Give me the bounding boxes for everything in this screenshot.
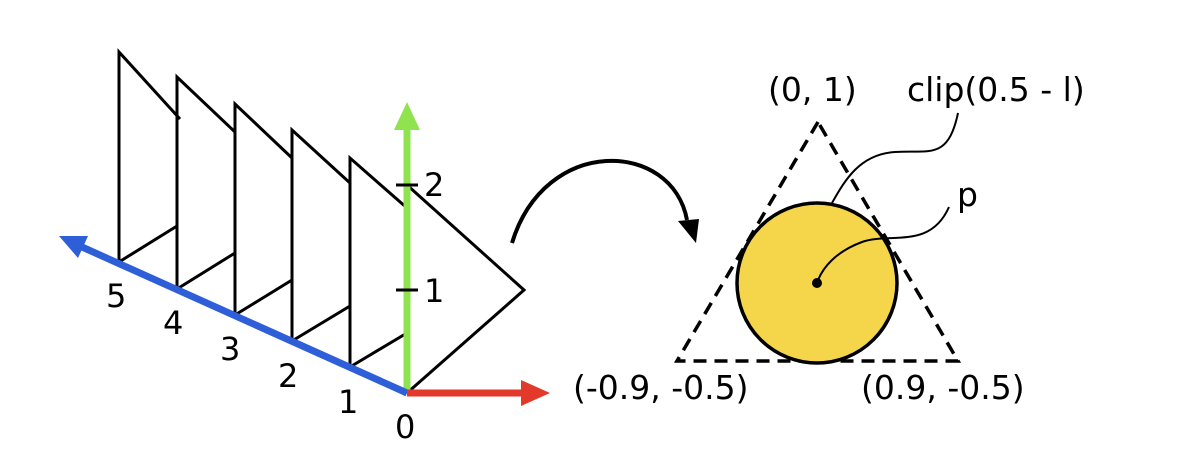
- tick-label-1: 1: [424, 272, 444, 310]
- point-p-label: p: [957, 175, 978, 214]
- frame-3: [233, 100, 294, 317]
- transition-arrow: [510, 159, 699, 244]
- frame-label-0: 0: [395, 408, 415, 446]
- right-axis: [407, 380, 550, 406]
- frame-labels: 5 4 3 2 1 0: [106, 277, 415, 446]
- point-p-dot: [812, 278, 822, 288]
- vertex-right-label: (0.9, -0.5): [861, 368, 1025, 407]
- p-leader-line: [817, 206, 950, 281]
- frame-label-3: 3: [220, 330, 240, 368]
- frame-label-2: 2: [278, 357, 298, 395]
- frame-1: [348, 154, 408, 369]
- frame-label-4: 4: [163, 304, 183, 342]
- frame-5: [117, 48, 182, 264]
- clip-leader-line: [831, 112, 959, 204]
- frame-4: [175, 73, 237, 291]
- up-axis: [394, 102, 420, 393]
- vertical-ticks: [396, 183, 418, 292]
- vertex-left-label: (-0.9, -0.5): [573, 368, 749, 407]
- frame-label-1: 1: [338, 383, 358, 421]
- depth-axis: [59, 236, 409, 397]
- tick-label-2: 2: [424, 166, 444, 204]
- frame-2: [290, 126, 352, 343]
- frame-label-5: 5: [106, 277, 126, 315]
- vertex-top-label: (0, 1): [768, 70, 857, 109]
- clip-label: clip(0.5 - l): [907, 70, 1085, 109]
